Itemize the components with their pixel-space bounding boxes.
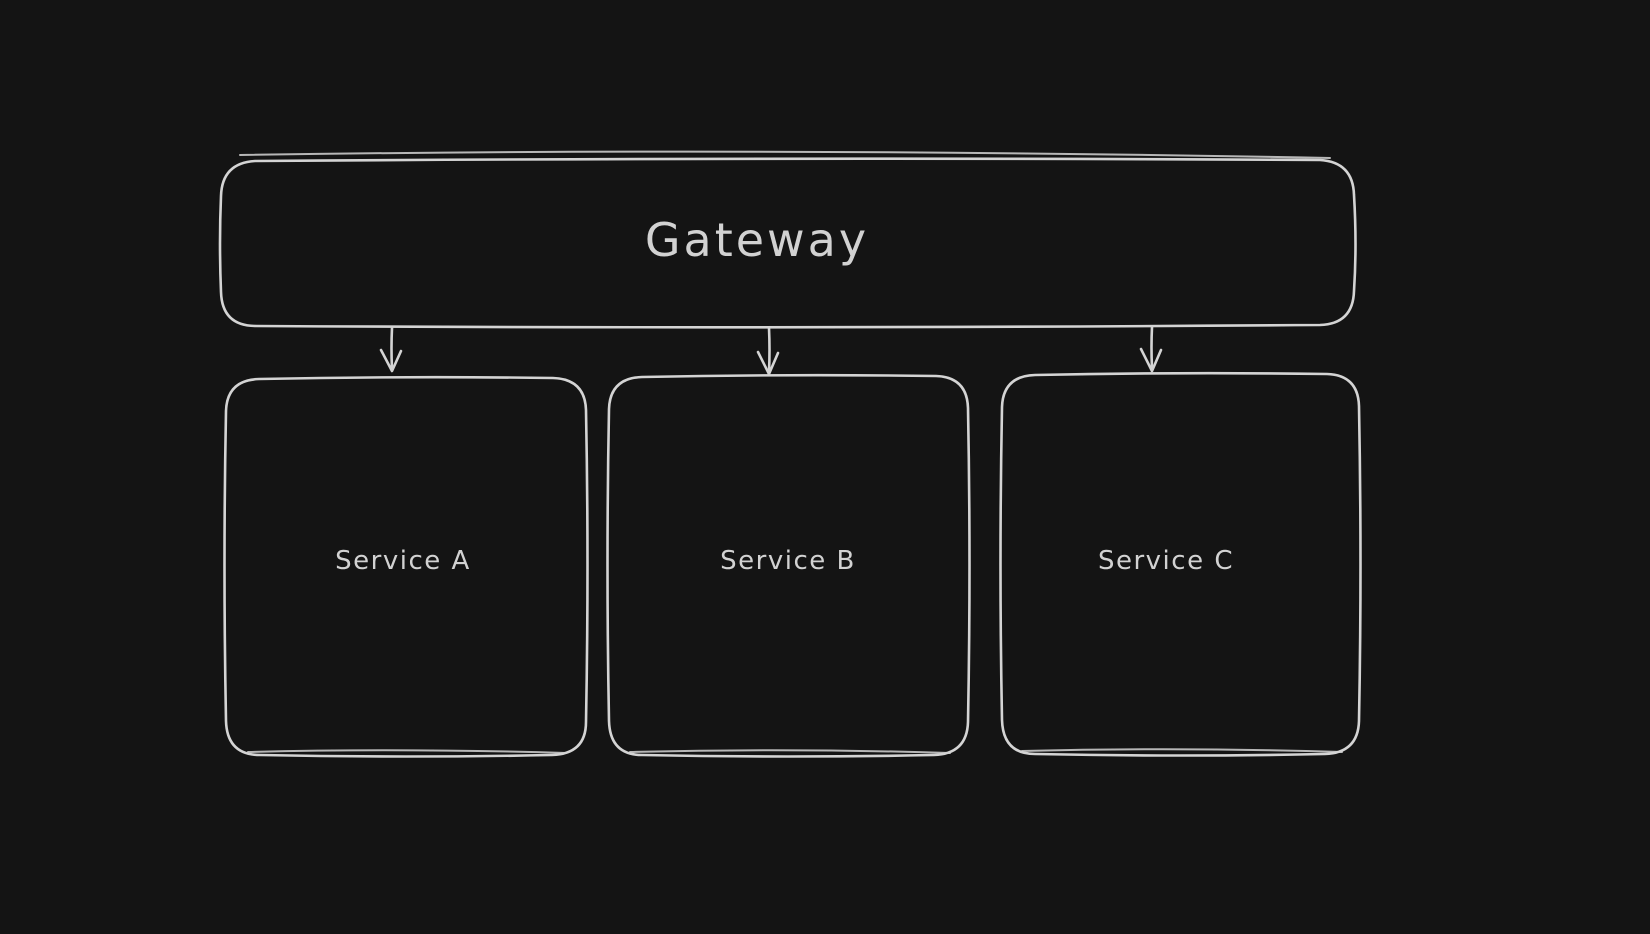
service-a-box-outline bbox=[223, 375, 589, 758]
service-c-label: Service C bbox=[1098, 546, 1234, 576]
service-a-box-sketch-stroke bbox=[247, 749, 567, 754]
arrow-shaft bbox=[390, 326, 394, 371]
edge-gateway-to-service-b[interactable] bbox=[756, 326, 780, 376]
gateway-node[interactable]: Gateway bbox=[218, 150, 1357, 329]
gateway-box-outline bbox=[218, 157, 1357, 329]
service-b-box-sketch-stroke bbox=[629, 749, 951, 754]
arrowhead bbox=[379, 348, 403, 373]
arrowhead bbox=[1139, 347, 1163, 373]
service-a-label: Service A bbox=[335, 546, 471, 576]
service-a-node[interactable]: Service A bbox=[223, 375, 589, 758]
gateway-box-sketch-stroke bbox=[239, 150, 1331, 159]
edge-gateway-to-service-a[interactable] bbox=[379, 326, 403, 373]
arrow-shaft bbox=[767, 326, 771, 374]
service-c-box-outline bbox=[999, 371, 1362, 757]
edge-gateway-to-service-c[interactable] bbox=[1139, 325, 1163, 373]
service-c-node[interactable]: Service C bbox=[999, 371, 1362, 757]
arrow-shaft bbox=[1150, 325, 1154, 370]
gateway-label: Gateway bbox=[645, 213, 869, 267]
service-b-label: Service B bbox=[720, 546, 856, 576]
service-b-node[interactable]: Service B bbox=[606, 373, 971, 758]
arrowhead bbox=[756, 350, 780, 376]
service-c-box-sketch-stroke bbox=[1021, 748, 1343, 753]
service-b-box-outline bbox=[606, 373, 971, 758]
